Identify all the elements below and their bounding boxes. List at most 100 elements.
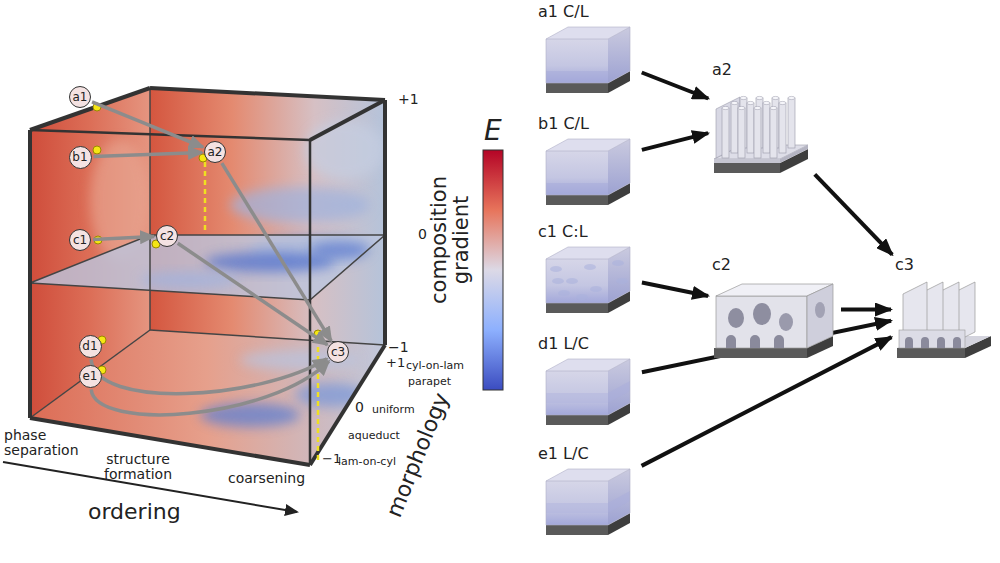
decor-ellipse (772, 96, 779, 99)
tick-label: lam-on-cyl (338, 456, 396, 468)
structure-thumbnail: a1 C/L (538, 2, 638, 101)
decor-ellipse (731, 101, 738, 104)
pathway-arrow (91, 361, 329, 415)
decor-ellipse (612, 260, 624, 266)
decor-rect (731, 103, 738, 153)
decor-ellipse (779, 101, 786, 104)
pathway-arrow (178, 243, 327, 344)
decor-polyline (546, 359, 630, 415)
structure-thumbnail: c1 C:L (538, 222, 638, 321)
decor-polygon (714, 159, 780, 163)
decor-polygon (30, 235, 385, 300)
colorbar-label: E (484, 116, 502, 147)
decor-polygon (807, 284, 833, 348)
callout-label: c2 (160, 230, 174, 242)
decor-polygon (546, 303, 608, 313)
decor-rect (546, 71, 608, 83)
decor-ellipse (558, 290, 570, 296)
decor-rect (754, 108, 761, 158)
decor-polyline (546, 469, 630, 525)
decor-line (28, 130, 32, 418)
state-callout: e1 (79, 365, 102, 388)
decor-line (150, 88, 385, 100)
decor-ellipse (552, 278, 564, 284)
decor-polygon (608, 359, 630, 415)
decor-polygon (546, 415, 608, 425)
structure-picture (538, 353, 638, 433)
callout-label: c3 (331, 346, 345, 358)
thumbnail-label: c3 (895, 255, 995, 274)
decor-rect (546, 371, 608, 415)
decor-polygon (608, 139, 630, 195)
thumbnail-label: e1 L/C (538, 444, 638, 463)
decor-polygon (546, 525, 608, 535)
decor-ellipse (616, 278, 628, 284)
axis-label: structure formation (96, 452, 180, 483)
decor-polygon (608, 381, 630, 403)
decor-polyline (30, 235, 385, 300)
decor-rect (546, 151, 608, 195)
decor-rect (716, 296, 807, 348)
tick-label: +1 (386, 356, 405, 370)
decor-ellipse (747, 101, 754, 104)
structure-thumbnail: a2 (712, 60, 812, 179)
tick-label: cyl-on-lam (406, 360, 464, 372)
tick-label: parapet (408, 376, 451, 388)
callout-label: d1 (82, 340, 97, 352)
structure-picture (538, 241, 638, 321)
axis-label: composition gradient (428, 175, 472, 305)
decor-path (726, 335, 784, 348)
state-callout: c3 (327, 341, 349, 363)
structure-thumbnail: d1 L/C (538, 334, 638, 433)
decor-rect (546, 503, 608, 513)
thumbnail-label: c2 (712, 255, 837, 274)
tick-label: uniform (372, 404, 415, 416)
decor-rect (546, 183, 608, 195)
structure-picture (712, 79, 812, 179)
structure-thumbnail: e1 L/C (538, 444, 638, 543)
decor-ellipse (590, 286, 602, 292)
decor-rect (899, 330, 965, 348)
decor-polygon (546, 83, 608, 93)
decor-ellipse (576, 294, 588, 300)
decor-ellipse (740, 96, 747, 99)
state-callout: a2 (204, 141, 226, 163)
decor-ellipse (230, 187, 370, 223)
thumbnail-label: d1 L/C (538, 334, 638, 353)
decor-polyline (546, 247, 630, 303)
decor-ellipse (584, 264, 596, 270)
decor-ellipse (770, 106, 777, 109)
decor-ellipse (756, 96, 763, 99)
pathway-arrow (222, 163, 331, 341)
decor-rect (546, 259, 608, 303)
structure-picture (538, 463, 638, 543)
axis-label: ordering (88, 500, 181, 524)
decor-polygon (608, 247, 630, 303)
decor-svg (538, 133, 638, 213)
state-callout: b1 (69, 146, 92, 169)
transition-arrow (841, 308, 891, 312)
decor-svg (538, 21, 638, 101)
structure-picture (895, 274, 995, 364)
structure-picture (712, 274, 837, 364)
decor-path (905, 337, 961, 348)
tick-label: +1 (398, 92, 419, 107)
decor-svg (538, 463, 638, 543)
decor-ellipse (728, 308, 744, 328)
decor-ellipse (200, 403, 300, 427)
decor-svg (895, 274, 995, 364)
tick-label: coarsening (228, 471, 305, 486)
decor-rect (763, 103, 770, 153)
axis-label: phase separation (4, 428, 84, 459)
decor-polygon (714, 348, 807, 358)
transition-arrow (642, 282, 708, 295)
decor-rect (483, 150, 503, 390)
decor-rect (770, 108, 777, 158)
decor-polygon (608, 27, 630, 83)
decor-ellipse (788, 96, 795, 99)
decor-line (317, 338, 320, 460)
pathway-arrow (92, 102, 203, 147)
transition-arrow (642, 72, 709, 98)
decor-ellipse (763, 101, 770, 104)
